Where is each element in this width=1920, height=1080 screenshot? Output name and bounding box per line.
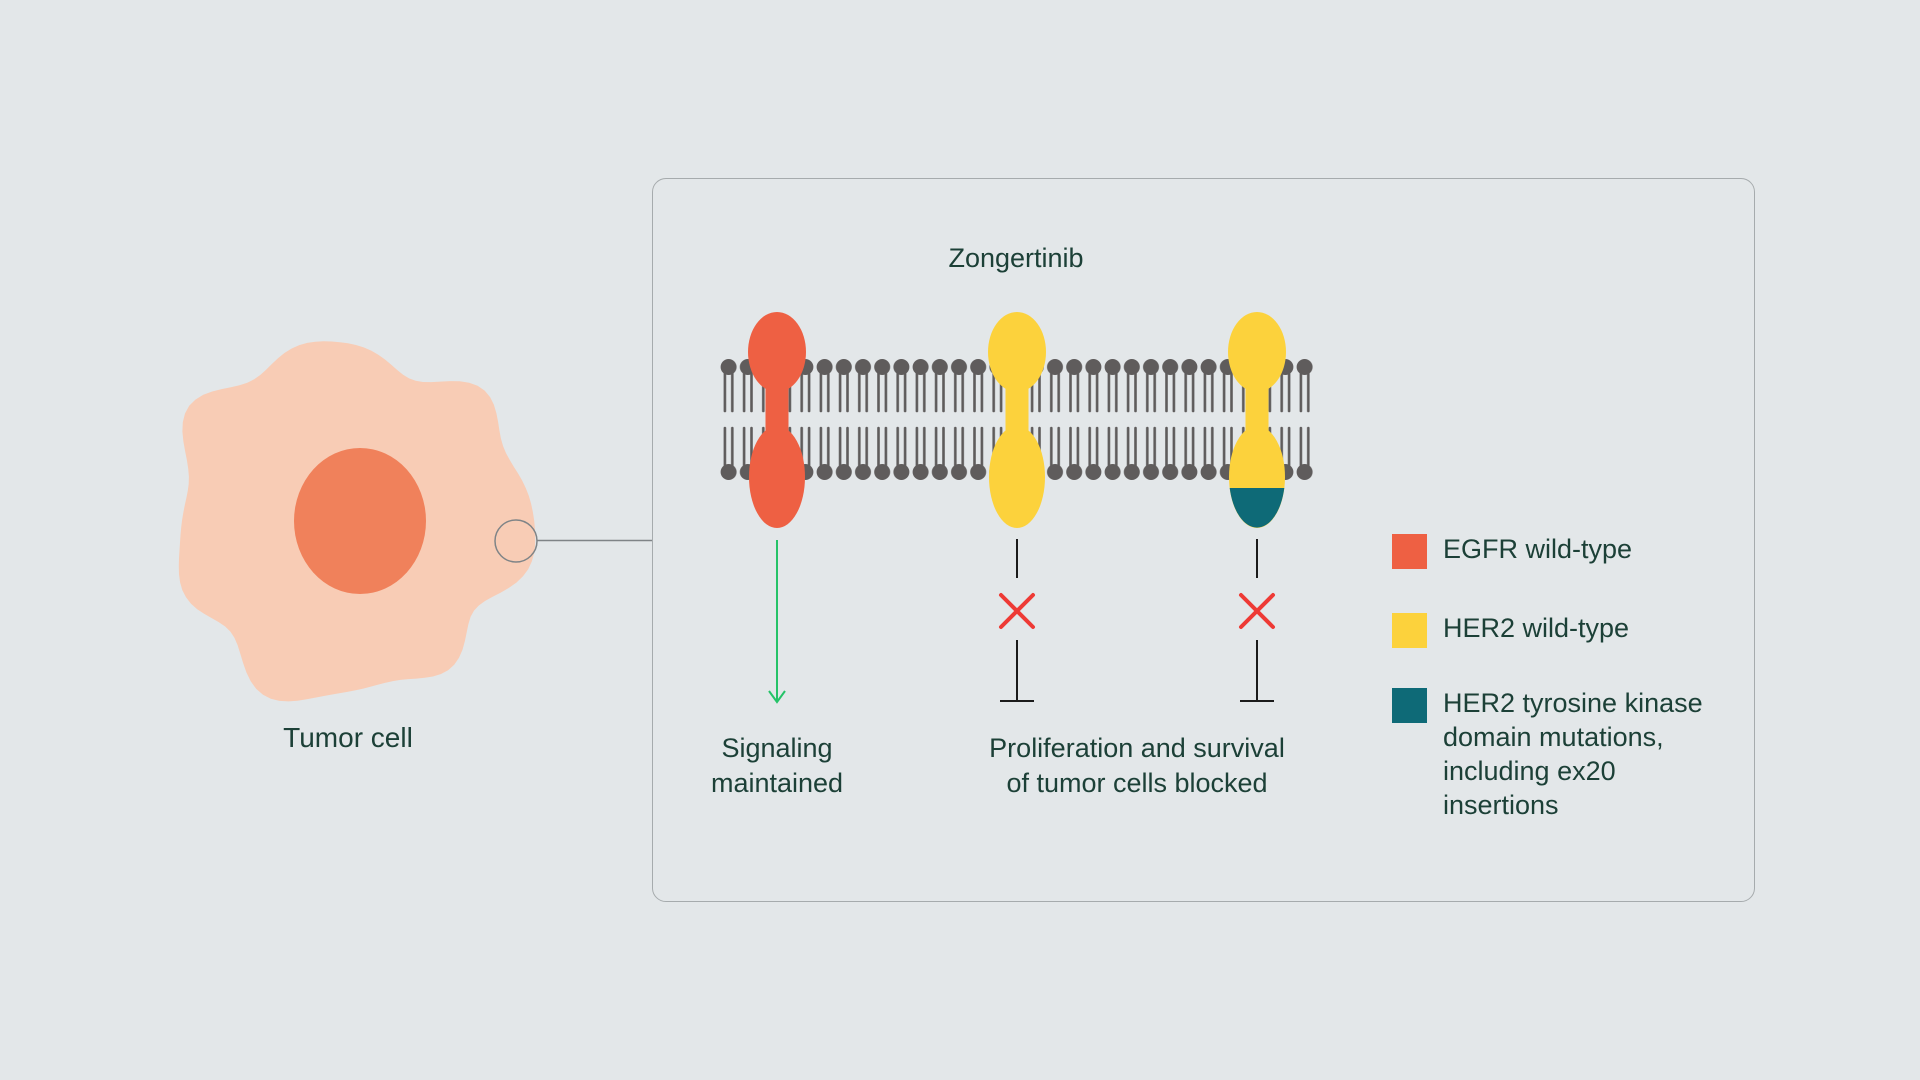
magnifier-circle: [494, 519, 538, 563]
legend-item-egfr-wild-type: EGFR wild-type: [1392, 534, 1753, 569]
outcome-blocked-label: Proliferation and survival of tumor cell…: [989, 733, 1285, 798]
magnifier-callout: [494, 519, 652, 563]
legend-swatch-egfr-wild-type: [1392, 534, 1427, 569]
legend-item-her2-wild-type: HER2 wild-type: [1392, 613, 1753, 648]
legend-label-her2-mutant: HER2 tyrosine kinase domain mutations, i…: [1443, 688, 1703, 820]
tumor-cell-label: Tumor cell: [283, 722, 413, 753]
legend-swatch-her2-mutant: [1392, 688, 1427, 723]
zoom-panel: [652, 178, 1755, 902]
legend-label-her2-wild-type: HER2 wild-type: [1443, 613, 1630, 643]
legend-label-egfr-wild-type: EGFR wild-type: [1443, 534, 1633, 564]
tumor-cell-nucleus: [294, 448, 426, 594]
legend-swatch-her2-wild-type: [1392, 613, 1427, 648]
legend-item-her2-mutant: HER2 tyrosine kinase domain mutations, i…: [1392, 688, 1753, 822]
panel-title: Zongertinib: [948, 243, 1084, 273]
tumor-cell-body: [178, 341, 536, 702]
outcome-signaling-label: Signaling maintained: [710, 733, 844, 798]
